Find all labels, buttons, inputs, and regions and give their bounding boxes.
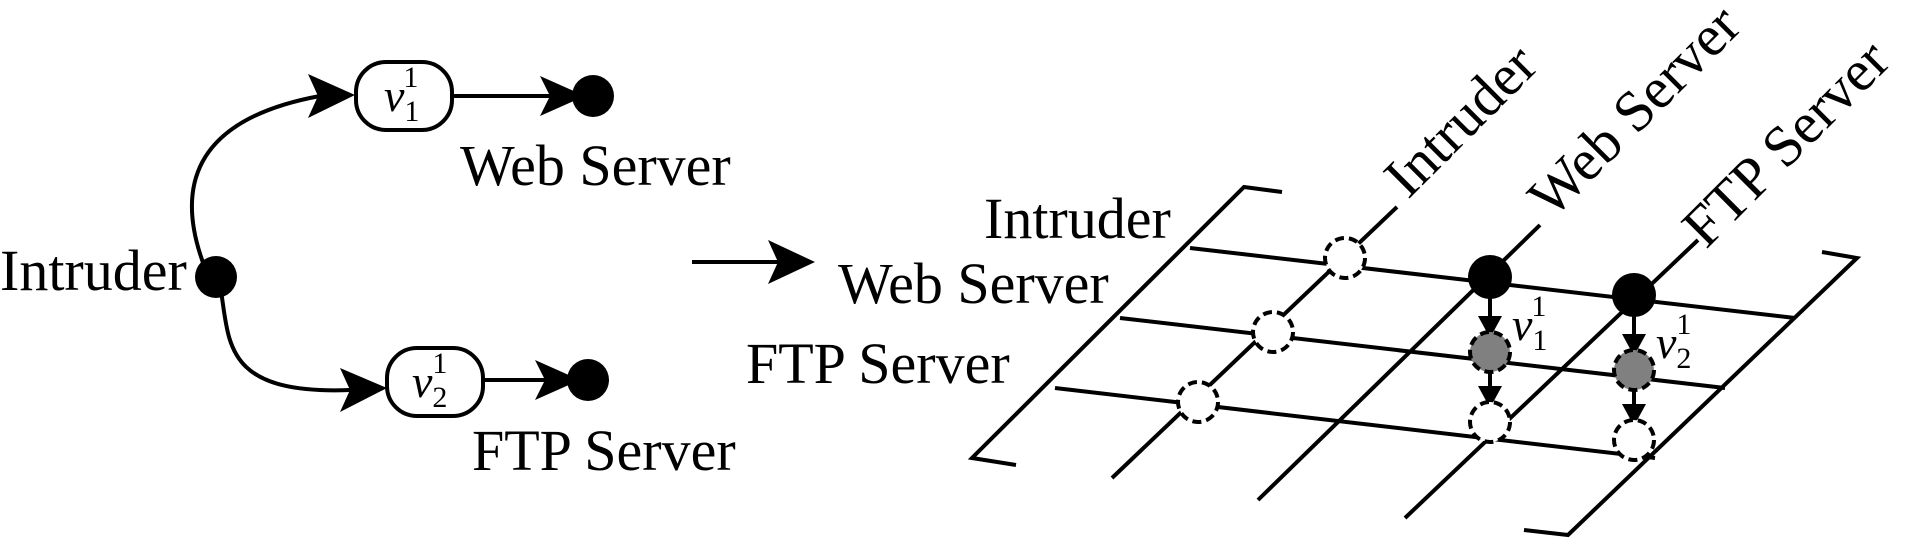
matrix-cell-intruder-web-filled [1468,255,1512,299]
matrix-row-label-3: FTP Server [746,331,1010,396]
intruder-node [195,256,237,298]
matrix-vulnerability-v1-label: v11 [1512,290,1546,357]
matrix-cell-web-result [1468,400,1512,444]
vulnerability-v2-label: v21 [412,347,447,414]
ftp-server-node [567,359,609,401]
matrix-cell-web-web [1251,310,1295,354]
adjacency-matrix: v11 v21 Intruder Web Server FTP Server I… [746,0,1902,538]
ftp-server-label: FTP Server [472,418,736,483]
arrowhead-v1-to-web-server [540,76,585,116]
matrix-cell-ftp-ftp [1176,380,1220,424]
matrix-row-line-3 [1054,386,1656,460]
matrix-cell-ftp-exploited [1612,348,1656,392]
matrix-cell-ftp-result [1612,418,1656,462]
matrix-right-bracket [1523,250,1862,538]
web-server-label: Web Server [460,133,731,198]
matrix-cell-intruder-ftp-filled [1612,273,1656,317]
arrowhead-intruder-to-v2 [340,368,387,412]
matrix-cell-intruder-intruder [1323,236,1367,280]
matrix-vulnerability-v2-label: v21 [1656,308,1691,375]
edge-intruder-to-v2 [218,284,351,393]
matrix-cell-web-exploited [1468,330,1512,374]
arrowhead-v2-to-ftp-server [535,360,580,400]
vulnerability-v1-label: v11 [384,61,418,128]
matrix-row-label-2: Web Server [838,251,1109,316]
matrix-row-label-1: Intruder [984,186,1171,251]
intruder-label: Intruder [0,238,187,303]
web-server-node [572,75,614,117]
edge-intruder-to-v1 [189,94,321,269]
transform-arrow [692,240,815,284]
arrowhead-intruder-to-v1 [308,74,355,118]
matrix-left-bracket [967,184,1283,467]
left-attack-graph: Intruder v11 Web Server v21 FTP Server [0,60,736,483]
